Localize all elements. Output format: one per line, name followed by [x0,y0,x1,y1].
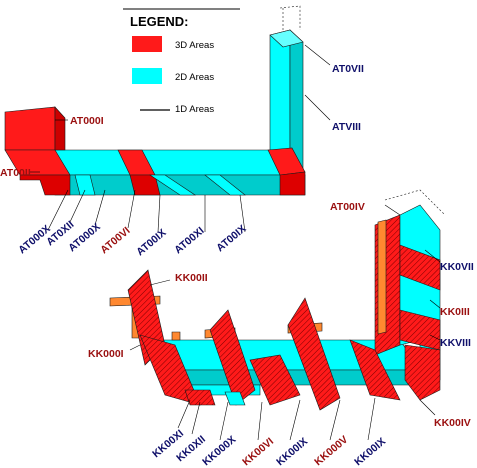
label-kk0vii: KK0VII [440,261,474,273]
at-pointer-lines [30,44,331,233]
label-atviii: ATVIII [332,121,361,133]
at-structure [4,5,306,196]
label-kk0iii: KK0III [440,306,470,318]
legend-title: LEGEND: [130,14,189,29]
at-strut-3 [74,174,96,196]
at-strut-2 [204,174,246,196]
kk-structure [109,189,446,411]
label-kk000i: KK000I [88,348,124,360]
label-kk000v: KK000V [312,434,350,468]
at-left-block-front [19,174,71,196]
kk-orange-node [171,331,181,341]
label-at0vii: AT0VII [332,63,364,75]
kk-rib-3 [287,297,341,411]
label-kk000x: KK000X [200,434,238,468]
kk-rib-4 [349,339,401,401]
at-strut-1 [149,174,196,196]
kk-1d-top [384,189,446,216]
at-right-column-top [269,29,304,48]
legend-label-1d: 1D Areas [175,104,214,115]
label-at00ix-2: AT00IX [214,223,248,255]
legend-label-3d: 3D Areas [175,40,214,51]
legend-label-2d: 2D Areas [175,72,214,83]
at-right-block-front [279,171,306,196]
label-kk00iv: KK00IV [434,417,471,429]
at-left-block-side [54,106,66,151]
label-at00ix: AT00IX [134,227,168,259]
legend-swatch-3d [132,36,162,52]
label-at000i: AT000I [70,115,104,127]
at-left-block-top [4,106,56,151]
label-kkviii: KKVIII [440,337,471,349]
label-kk00ix: KK00IX [274,435,310,468]
label-at00ii: AT00II [0,167,31,179]
kk-rib-2 [209,309,256,406]
kk-orange-pillar-right [377,219,387,335]
kk-tower-band-1 [399,244,441,291]
at-right-column-front [269,29,291,164]
kk-tower-base [404,344,441,401]
label-kk00ii: KK00II [175,272,208,284]
label-at00iv: AT00IV [330,201,365,213]
at-floor-top [39,149,306,176]
legend: LEGEND: 3D Areas 2D Areas 1D Areas [123,8,240,115]
kk-rib-5 [249,354,301,406]
kk-small-2d [224,391,246,406]
label-kk00vi: KK00VI [240,435,276,468]
kk-pointer-lines [129,204,441,441]
kk-rib-foot [184,389,216,406]
legend-swatch-2d [132,68,162,84]
label-kk00ix-2: KK00IX [352,435,388,468]
at-1d-top-antenna [279,5,301,30]
label-at00vi: AT00VI [98,225,132,257]
label-at00xi: AT00XI [172,225,206,257]
